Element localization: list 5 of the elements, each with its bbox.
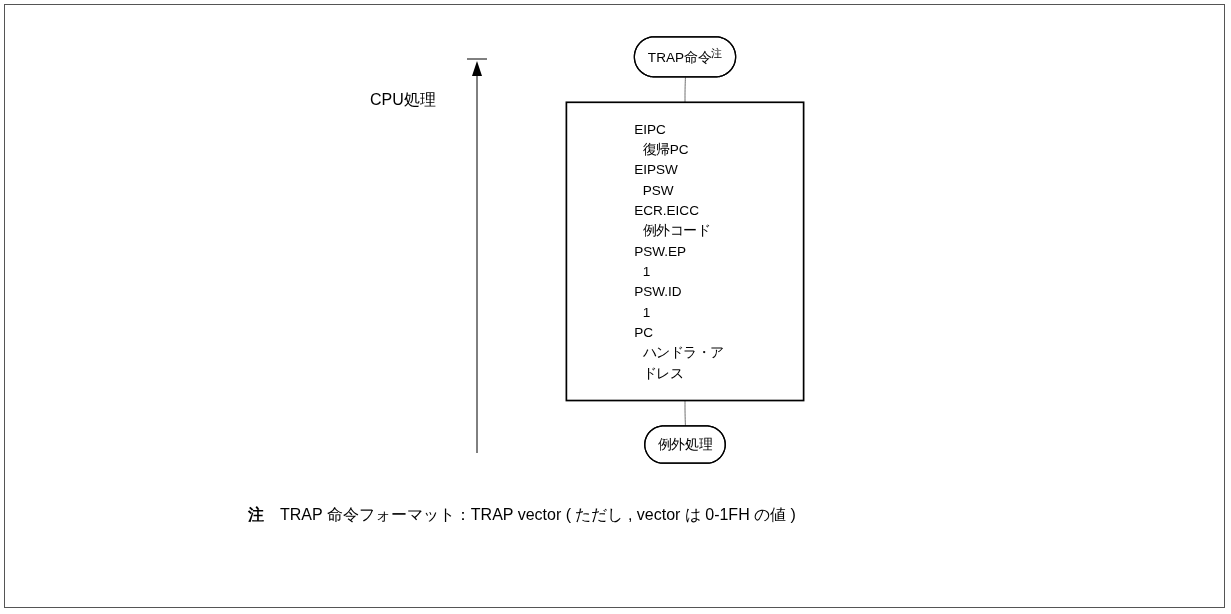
axis-label: CPU処理 xyxy=(370,90,436,110)
footnote: 注 TRAP 命令フォーマット：TRAP vector ( ただし , vector は 0-1FH の値 ) xyxy=(248,505,796,525)
connector xyxy=(684,400,686,427)
node-box: EIPC 復帰PC EIPSW PSW ECR.EICC 例外コード PSW.EP 1 PSW.ID 1 PC ハンドラ・アドレス xyxy=(565,101,805,402)
connector xyxy=(684,76,686,103)
